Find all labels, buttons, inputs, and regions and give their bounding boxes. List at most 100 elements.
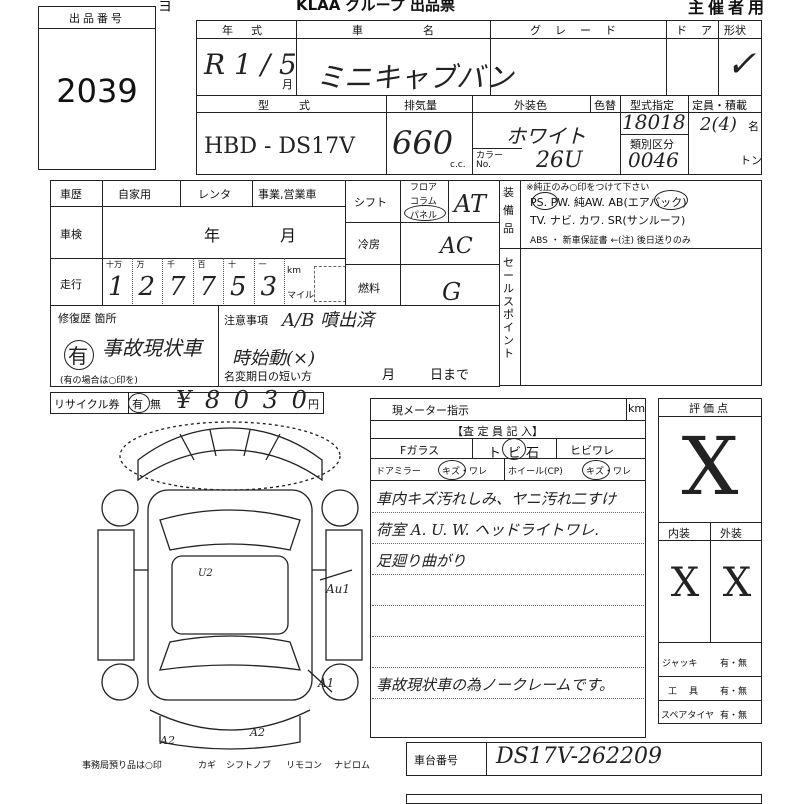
tools-label: 工具 [668,687,711,697]
type-designation-value: 18018 [622,110,686,134]
comment-rule [372,667,644,668]
chassis-value: DS17V-262209 [496,744,662,769]
car-name-value: ミニキャブバン [316,61,514,94]
shift-label: シフト [354,196,387,209]
ac-label: 冷房 [358,238,380,251]
mileage-digit-label: 十 [228,260,236,269]
office-note: 事務局預り品は○印 [82,761,162,771]
glass-ishi: 石 [526,446,540,461]
equipment-line1: PS. PW. 純AW. AB(エアバック) [530,196,687,209]
color-change-label: 色替 [594,99,616,112]
spare-yes-no: 有・無 [720,711,748,721]
panel-circle [404,205,446,221]
name-change-label: 名変期日の短い方 [224,370,312,383]
wheel-label: ホイール(CP) [508,467,563,477]
year-label: 年式 [222,24,280,37]
sales-point-label: セールスポイント [503,256,514,360]
fuel-label: 燃料 [358,282,380,295]
comment-rule [372,574,644,575]
office-item-nav-rom: ナビロム [334,761,371,771]
exterior-score: X [722,560,752,606]
notes-line1: A/B 噴出済 [282,310,375,331]
f-glass-label: Fガラス [400,444,440,457]
type-designation-label: 型式指定 [630,99,674,112]
lot-number-box [38,6,156,170]
repair-label: 修復歴 箇所 [58,312,117,325]
shift-value: AT [454,190,487,218]
wheel-kizu-circle [582,460,610,480]
evaluation-box [658,398,762,724]
shaken-month-unit: 月 [280,226,297,245]
equipment-note: ※純正のみ○印をつけて下さい [526,183,650,193]
mileage-digit-label: 十万 [106,260,122,269]
displacement-value: 660 [392,124,454,162]
header-left-mark: ヨ [158,0,172,15]
jack-yes-no: 有・無 [720,659,748,669]
exterior-color-label: 外装色 [514,99,547,112]
capacity-unit: 名 [748,120,759,133]
mirror-kizu-circle [438,460,466,480]
evaluation-score: X [681,420,739,513]
row2-box [196,95,762,175]
capacity-value: 2(4) [700,114,737,135]
model-label: 型式 [258,99,340,112]
repair-circle [64,340,94,370]
glass-bi-circle [502,438,526,460]
history-option-private: 自家用 [118,188,151,201]
sponsor-use-label: 主催者用 [688,0,769,17]
inspector-header: 【査 定 員 記 入】 [452,425,543,438]
fuel-value: G [442,278,462,306]
history-option-business: 事業,営業車 [258,188,317,201]
mark-a1: A1 [318,676,335,690]
shift-option-column: コラム [410,197,437,207]
comment-rule [372,605,644,606]
lot-number-value: 2039 [56,72,138,110]
door-mirror-label: ドアミラー [376,467,421,477]
equipment-line2: TV. ナビ. カワ. SR(サンルーフ) [530,214,686,227]
mileage-digit-label: 一 [258,260,267,269]
history-option-rental: レンタ [198,188,231,201]
recycle-amount: ¥ 8 0 3 0 [176,386,310,414]
month-unit: 月 [282,78,293,91]
mileage-stamp-box [314,266,346,302]
model-value: HBD - DS17V [204,134,356,159]
mileage-digit-value: 7 [169,272,186,302]
color-no-value: 26U [536,148,583,173]
equipment-box [499,180,762,386]
sheet-title: KLAA グループ 出品票 [296,0,455,14]
exterior-color-value: ホワイト [506,124,586,148]
notes-line2: 時始動(×) [232,348,316,369]
mileage-label: 走行 [60,278,82,291]
history-label: 車歴 [60,188,82,201]
repair-value: 事故現状車 [102,336,202,360]
interior-score: X [670,560,700,606]
comment-rule [372,698,644,699]
inspector-box [370,398,646,738]
capacity-label: 定員・積載 [692,99,747,112]
comment-line: 荷室 A. U. W. ヘッドライトワレ. [376,521,600,539]
mark-u2: U2 [198,568,213,579]
displacement-label: 排気量 [404,99,437,112]
cc-unit: c.c. [450,160,466,170]
comment-rule [372,512,644,513]
comment-line: 車内キズ汚れしみ、ヤニ汚れ二すけ [376,490,617,508]
mile-unit: マイル [287,291,315,301]
year-value: R 1 / 5 [204,48,297,81]
mileage-digit-value: 3 [260,272,278,302]
shape-label: 形状 [724,24,746,37]
bottom-box [406,794,762,804]
glass-hibi: ヒビワレ [570,444,614,457]
mileage-digit-label: 百 [197,260,206,269]
comment-rule [372,636,644,637]
km-unit: km [287,266,301,276]
repair-circle-text: 有 [68,344,88,368]
comment-line: 事故現状車の為ノークレームです。 [376,676,615,694]
class-label: 類別区分 [630,138,674,151]
shape-value: ✓ [726,44,757,85]
equipment-label: 装備品 [503,186,514,235]
recycle-has-circle [128,393,150,413]
